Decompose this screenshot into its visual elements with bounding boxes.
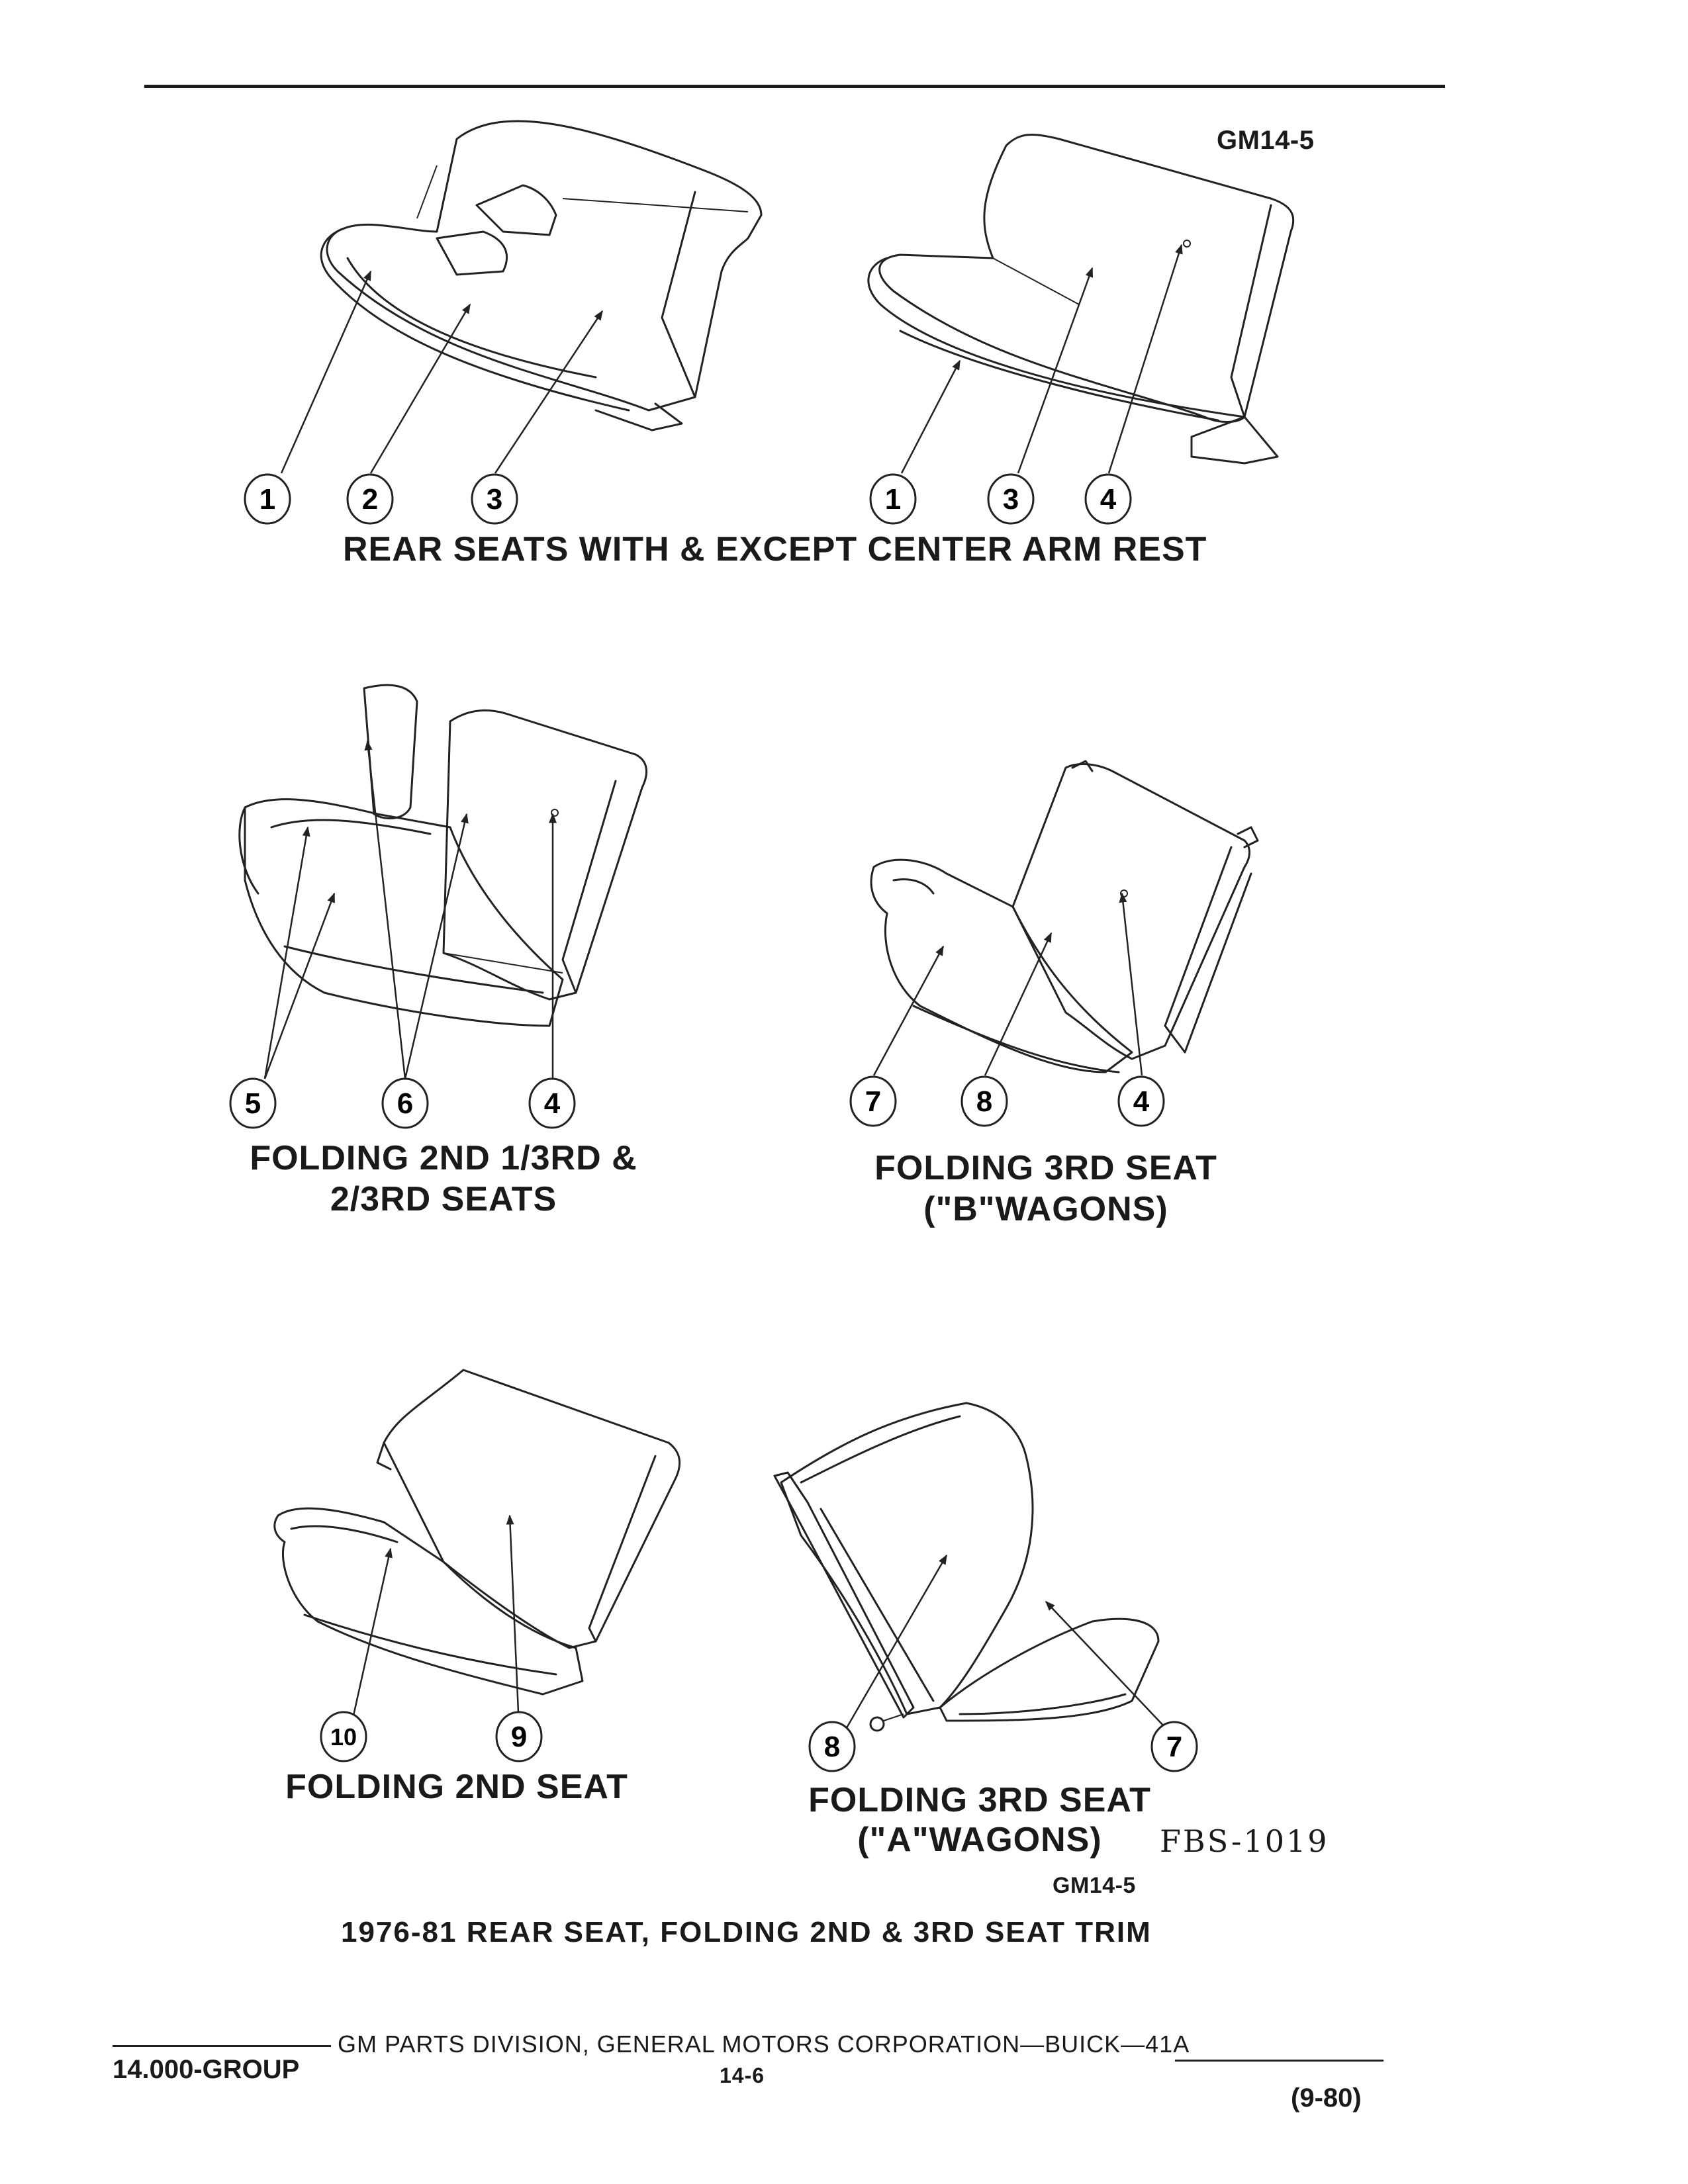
callout-8-label: 8 [976, 1085, 992, 1118]
callout-3: 3 [469, 473, 520, 525]
callout-10-label: 10 [330, 1723, 357, 1751]
figure-code-top: GM14-5 [1217, 126, 1315, 155]
callout-8b: 8 [806, 1721, 858, 1772]
callout-3b: 3 [985, 473, 1037, 525]
callout-5: 5 [227, 1077, 279, 1129]
callout-1: 1 [242, 473, 293, 525]
folding-3rd-seat-a-wagon-illustration [761, 1390, 1172, 1754]
callout-4d: 4 [1115, 1075, 1167, 1127]
footer-rule-left [113, 2045, 331, 2047]
callout-7b-label: 7 [1166, 1731, 1182, 1763]
footer-rule-right [1175, 2060, 1383, 2062]
callout-3b-label: 3 [1003, 483, 1019, 516]
callout-8b-label: 8 [824, 1731, 840, 1763]
folding-3rd-seat-b-wagon-illustration [854, 760, 1259, 1132]
callout-1b-label: 1 [885, 483, 901, 516]
callout-6-label: 6 [397, 1087, 413, 1120]
footer-page: 14-6 [720, 2064, 765, 2087]
callout-4d-label: 4 [1133, 1085, 1150, 1118]
callout-4: 4 [1082, 473, 1134, 525]
caption-folding-3rd-b-line1: FOLDING 3RD SEAT [874, 1149, 1217, 1187]
callout-3-label: 3 [487, 483, 502, 516]
callout-4-label: 4 [1100, 483, 1117, 516]
callout-9: 9 [493, 1711, 545, 1762]
caption-rear-seats: REAR SEATS WITH & EXCEPT CENTER ARM REST [343, 530, 1207, 569]
callout-7-label: 7 [865, 1085, 881, 1118]
rear-seat-without-armrest-illustration [847, 126, 1311, 470]
footer-group: 14.000-GROUP [113, 2055, 300, 2084]
callout-7b: 7 [1149, 1721, 1200, 1772]
caption-folding-3rd-a-line2: ("A"WAGONS) [857, 1821, 1102, 1859]
main-title: 1976-81 REAR SEAT, FOLDING 2ND & 3RD SEA… [341, 1916, 1152, 1948]
callout-10: 10 [318, 1711, 369, 1762]
footer-date: (9-80) [1291, 2083, 1362, 2113]
caption-folding-2nd-split-line2: 2/3RD SEATS [330, 1180, 557, 1218]
folding-2nd-seat-illustration [265, 1363, 695, 1714]
header-rule [144, 85, 1445, 88]
caption-folding-3rd-b-line2: ("B"WAGONS) [923, 1190, 1168, 1228]
callout-8: 8 [959, 1075, 1010, 1127]
caption-folding-2nd-split-line1: FOLDING 2ND 1/3RD & [250, 1139, 637, 1177]
figure-code-bottom: GM14-5 [1053, 1873, 1136, 1898]
rear-seat-with-armrest-illustration [285, 99, 794, 470]
callout-9-label: 9 [511, 1721, 527, 1753]
callout-4c-label: 4 [544, 1087, 561, 1120]
callout-6: 6 [379, 1077, 431, 1129]
footer-division: GM PARTS DIVISION, GENERAL MOTORS CORPOR… [338, 2030, 1190, 2058]
fbs-code: FBS-1019 [1160, 1823, 1329, 1859]
callout-2-label: 2 [362, 483, 378, 516]
caption-folding-3rd-a-line1: FOLDING 3RD SEAT [808, 1781, 1151, 1819]
callout-1b: 1 [867, 473, 919, 525]
callout-2: 2 [344, 473, 396, 525]
caption-folding-2nd: FOLDING 2ND SEAT [285, 1768, 628, 1806]
callout-4c: 4 [526, 1077, 578, 1129]
callout-7: 7 [847, 1075, 899, 1127]
folding-2nd-split-seat-illustration [232, 682, 648, 1092]
callout-1-label: 1 [259, 483, 275, 516]
callout-5-label: 5 [245, 1087, 261, 1120]
